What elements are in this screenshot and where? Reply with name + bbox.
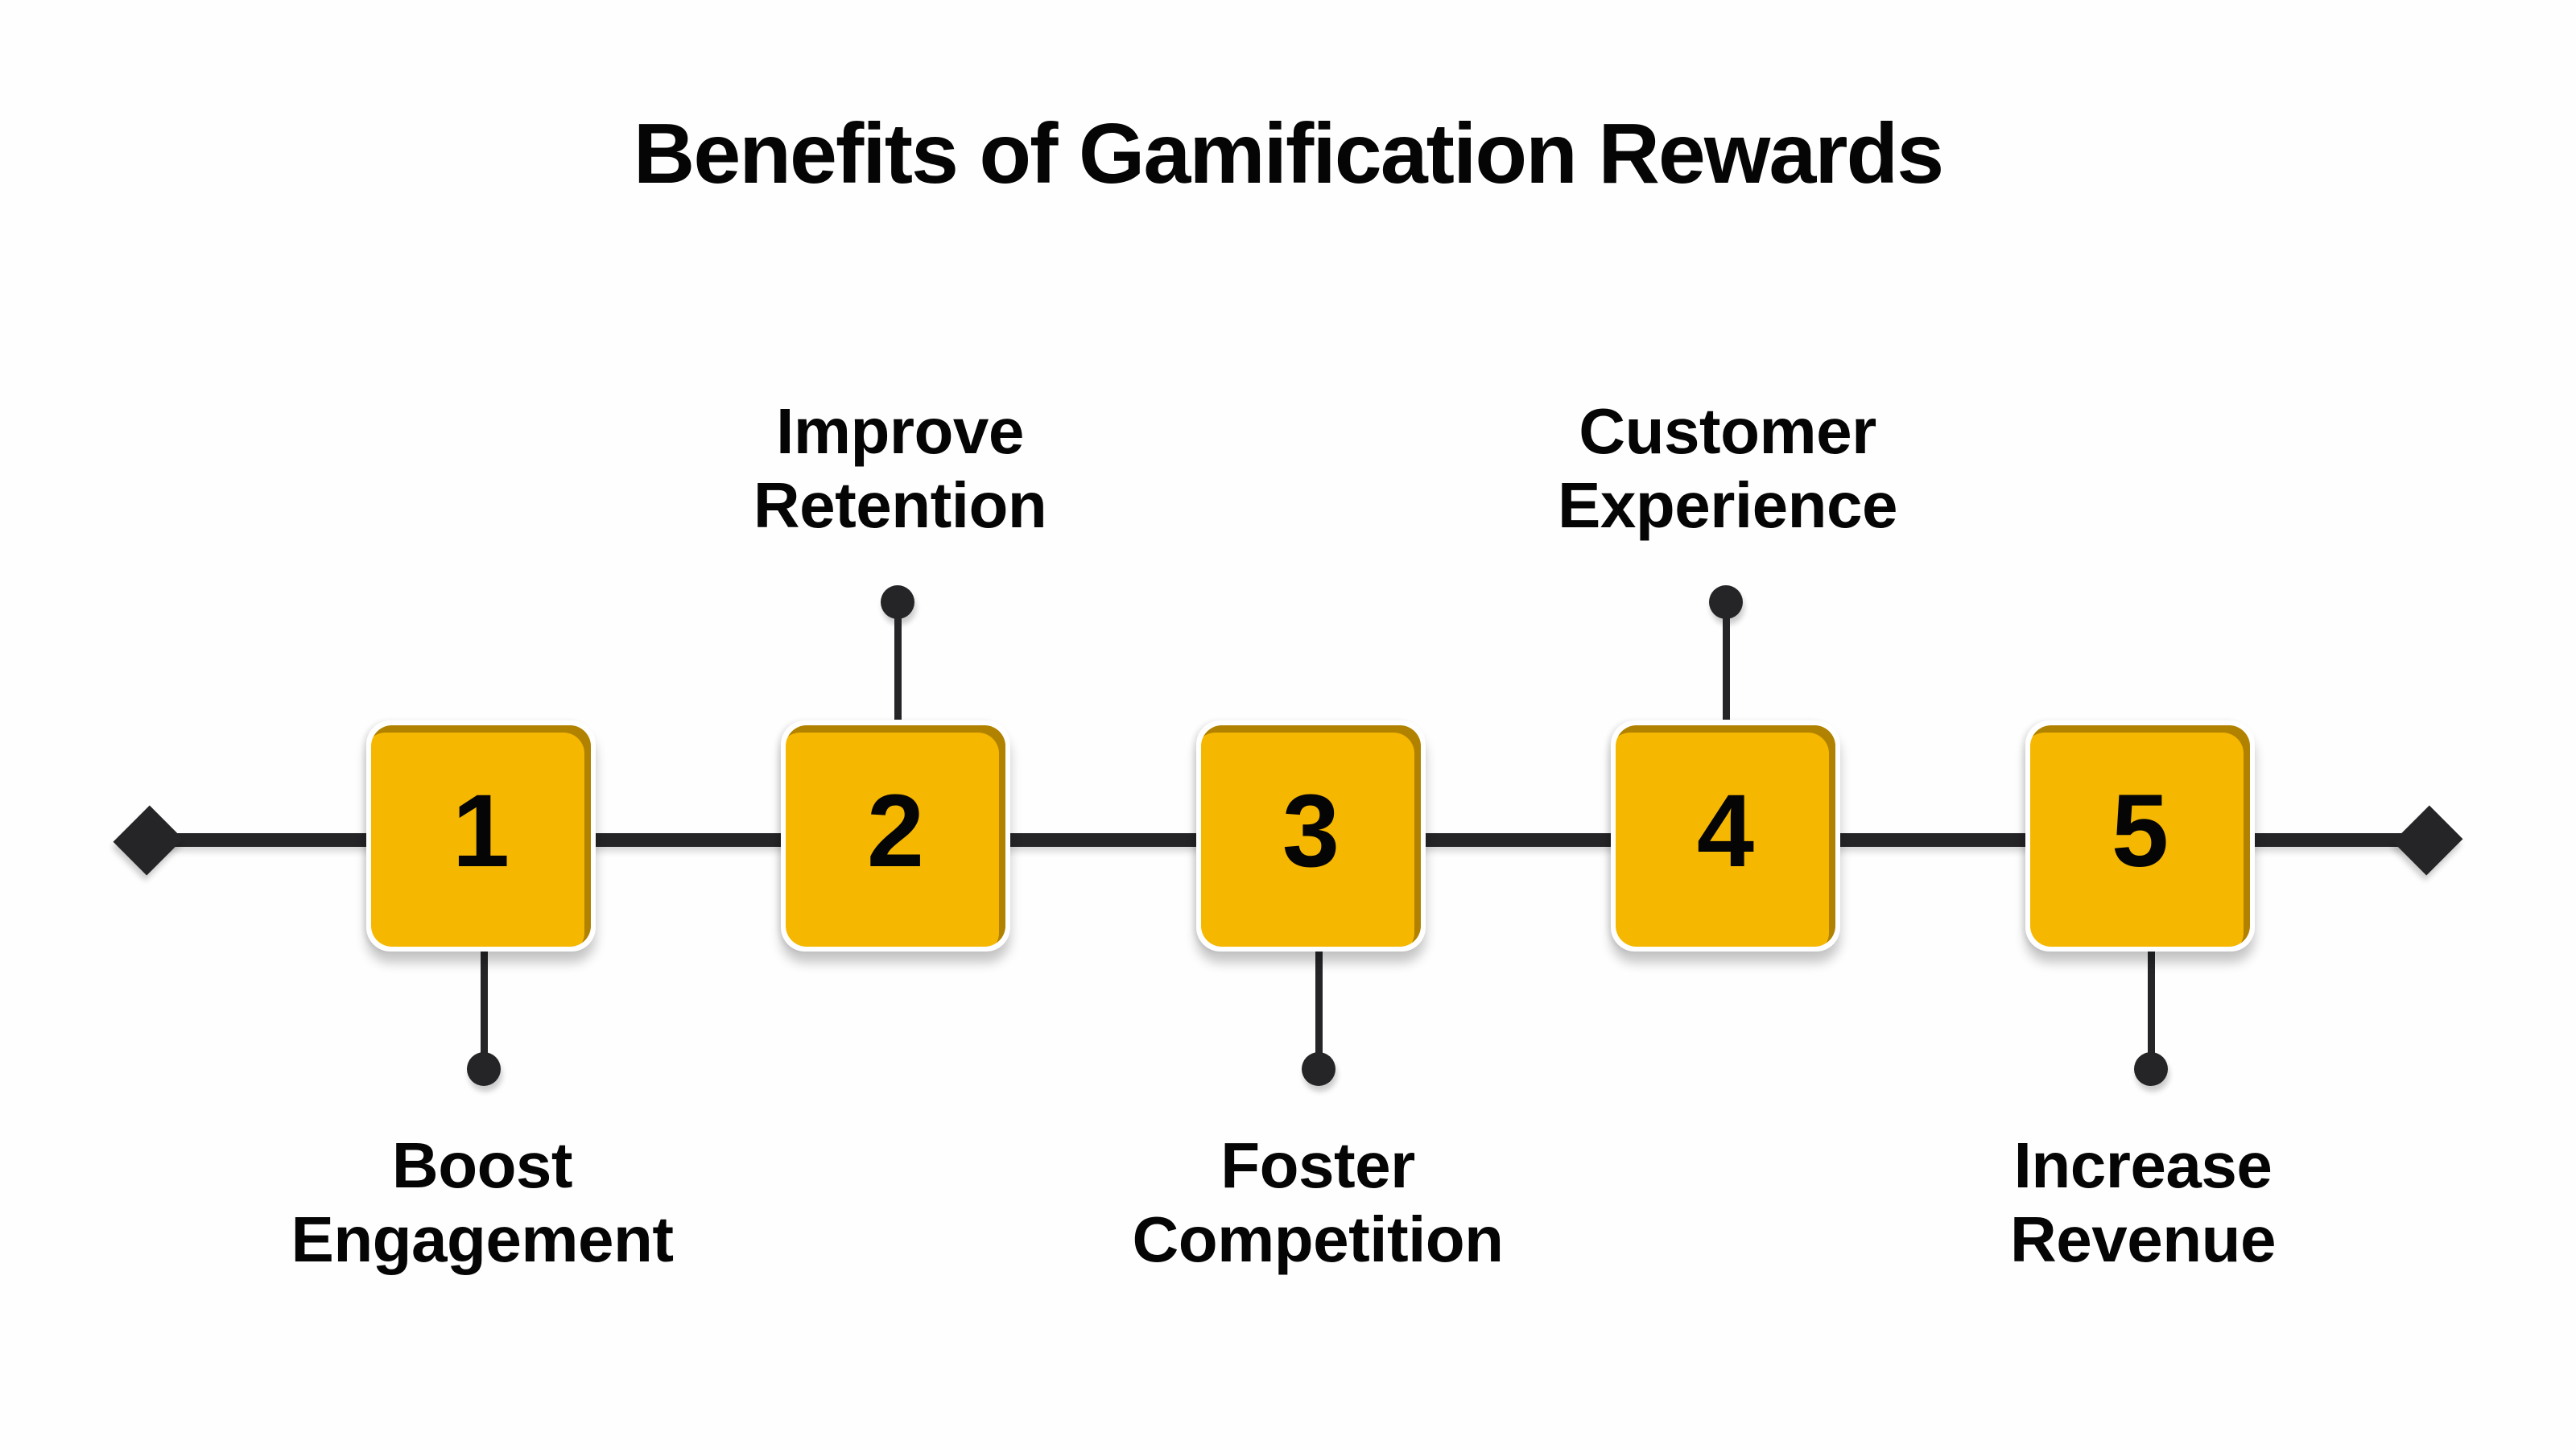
step-label-1: Boost Engagement — [291, 1129, 674, 1275]
connector-stem-2 — [894, 602, 902, 720]
connector-stem-1 — [481, 950, 488, 1069]
connector-stem-4 — [1723, 602, 1730, 720]
step-2: 2 — [781, 720, 1010, 952]
connector-stem-3 — [1315, 950, 1323, 1069]
timeline-end-diamond-icon — [2392, 805, 2463, 876]
step-box-3: 3 — [1196, 720, 1426, 952]
step-5: 5 — [2025, 720, 2255, 952]
diagram-title: Benefits of Gamification Rewards — [633, 106, 1944, 201]
step-label-5: Increase Revenue — [2010, 1129, 2276, 1275]
step-3: 3 — [1196, 720, 1426, 952]
step-number-2: 2 — [866, 773, 925, 889]
step-box-5: 5 — [2025, 720, 2255, 952]
step-box-4: 4 — [1611, 720, 1840, 952]
step-label-4: Customer Experience — [1558, 395, 1897, 541]
step-label-3: Foster Competition — [1132, 1129, 1504, 1275]
step-box-2: 2 — [781, 720, 1010, 952]
step-box-1: 1 — [366, 720, 596, 952]
connector-dot-1 — [467, 1052, 501, 1086]
step-label-2: Improve Retention — [753, 395, 1047, 541]
step-number-3: 3 — [1282, 773, 1340, 889]
step-4: 4 — [1611, 720, 1840, 952]
timeline-start-diamond-icon — [113, 805, 184, 876]
step-1: 1 — [366, 720, 596, 952]
connector-dot-5 — [2134, 1052, 2168, 1086]
step-number-5: 5 — [2111, 773, 2169, 889]
step-number-1: 1 — [452, 773, 510, 889]
connector-stem-5 — [2148, 950, 2155, 1069]
connector-dot-3 — [1302, 1052, 1335, 1086]
step-number-4: 4 — [1696, 773, 1755, 889]
